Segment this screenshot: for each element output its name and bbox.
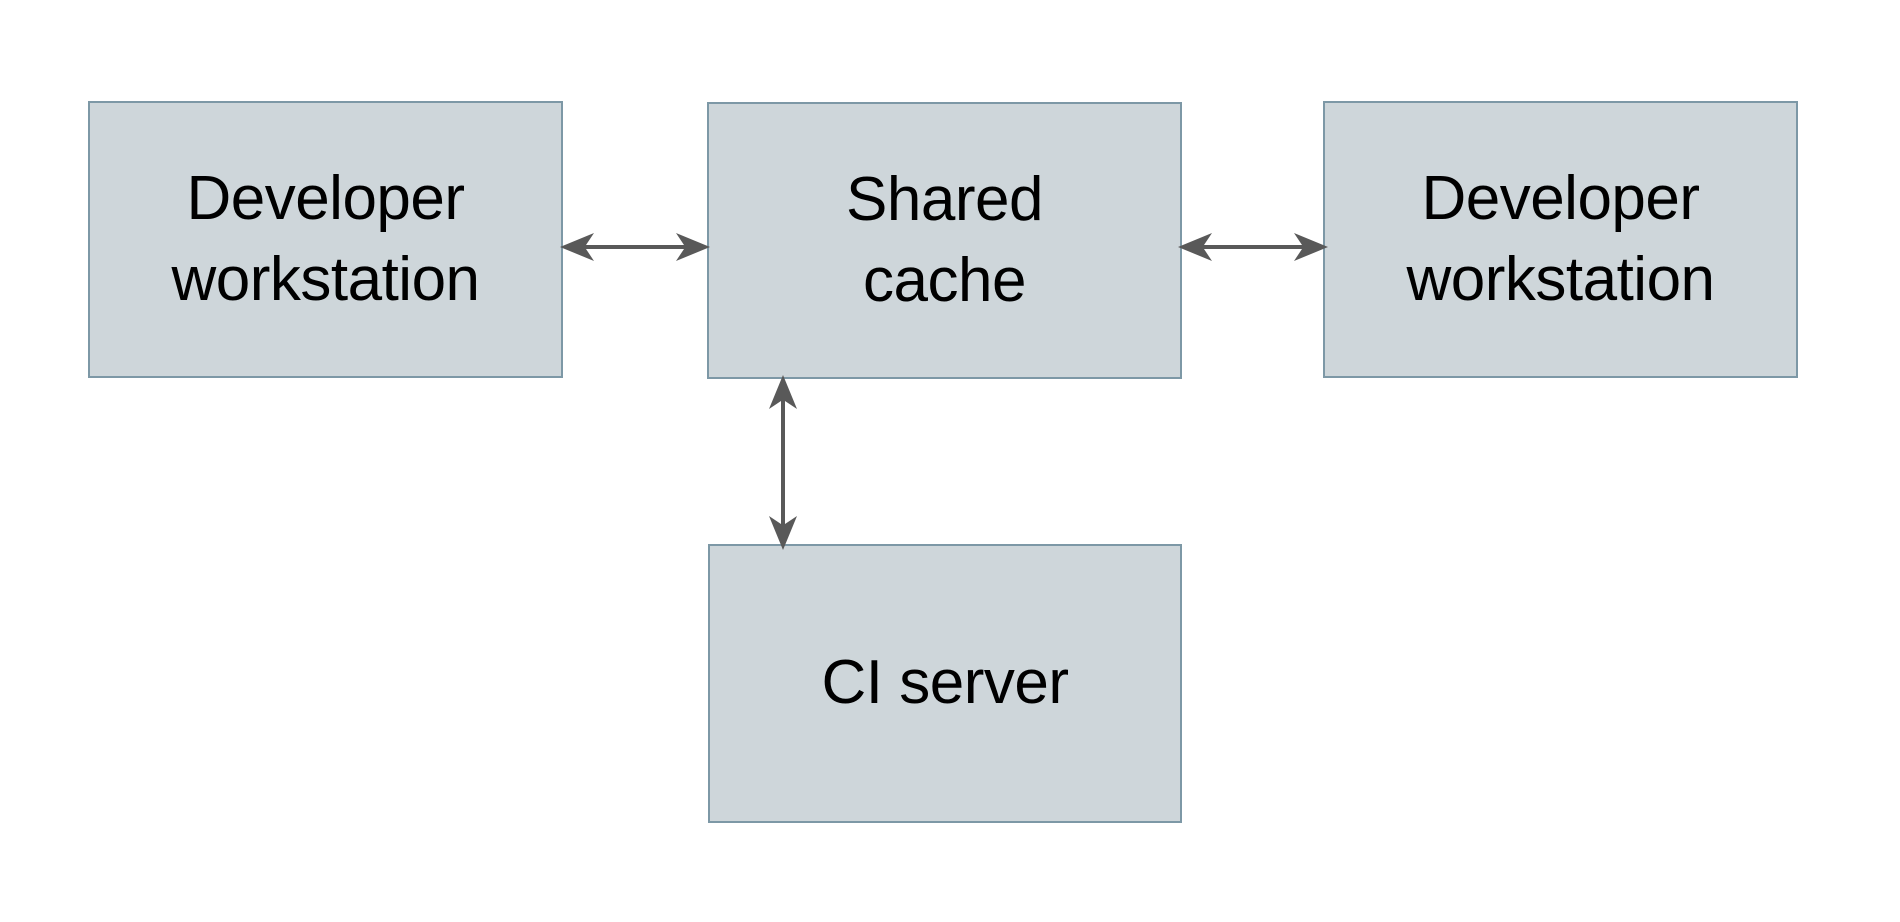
edge-left-workstation-to-cache[interactable] [560, 212, 710, 282]
node-ci-server[interactable]: CI server [708, 544, 1182, 823]
node-label-ci-server: CI server [821, 648, 1069, 718]
node-label-shared-cache: Shared cache [846, 164, 1043, 315]
double-headed-arrow-icon [1178, 233, 1328, 261]
double-headed-arrow-vertical-icon [769, 375, 797, 550]
node-label-developer-workstation-left: Developer workstation [171, 163, 480, 314]
node-shared-cache[interactable]: Shared cache [707, 102, 1182, 379]
edge-ci-server-to-cache[interactable] [748, 375, 818, 550]
node-developer-workstation-left[interactable]: Developer workstation [88, 101, 563, 378]
double-headed-arrow-icon [560, 233, 710, 261]
node-label-developer-workstation-right: Developer workstation [1406, 163, 1715, 314]
edge-cache-to-right-workstation[interactable] [1178, 212, 1328, 282]
node-developer-workstation-right[interactable]: Developer workstation [1323, 101, 1798, 378]
